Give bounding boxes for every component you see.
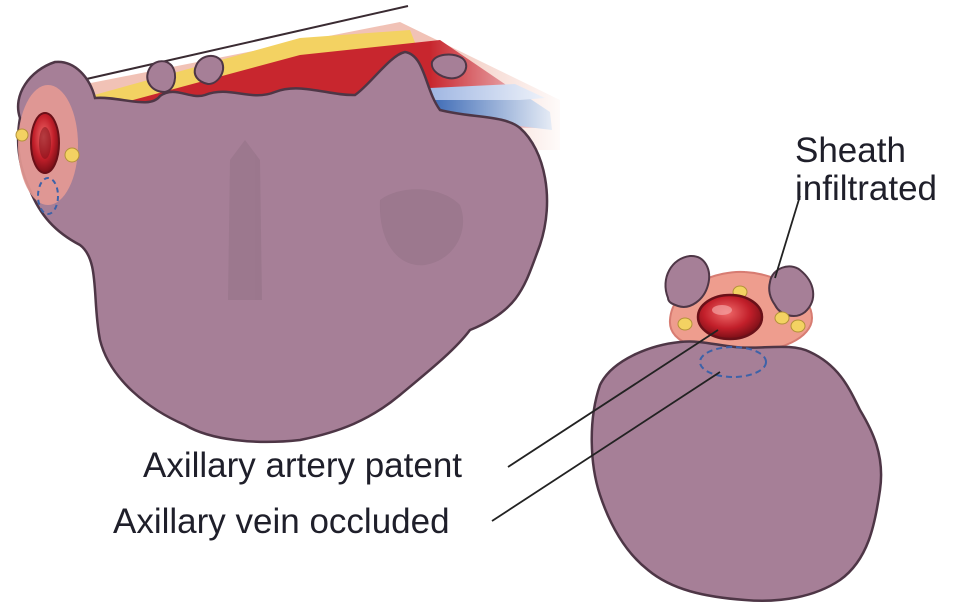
nerve-cross-section: [16, 129, 28, 141]
nerve-cross-section: [775, 312, 789, 324]
tumor-mass-cross-section: [592, 342, 881, 601]
nerve-cross-section: [65, 148, 79, 162]
longitudinal-view: [16, 6, 570, 442]
label-axillary-artery: Axillary artery patent: [143, 447, 462, 485]
nerve-cross-section: [678, 318, 692, 330]
label-sheath-infiltrated: Sheath infiltrated: [795, 132, 937, 208]
label-sheath-line2: infiltrated: [795, 170, 937, 208]
tumor-nodule: [195, 56, 223, 84]
nerve-cross-section: [791, 320, 805, 332]
label-sheath-line1: Sheath: [795, 132, 937, 170]
tumor-nodule: [147, 61, 175, 92]
label-axillary-vein: Axillary vein occluded: [113, 503, 450, 541]
artery-cross-section: [698, 295, 762, 339]
